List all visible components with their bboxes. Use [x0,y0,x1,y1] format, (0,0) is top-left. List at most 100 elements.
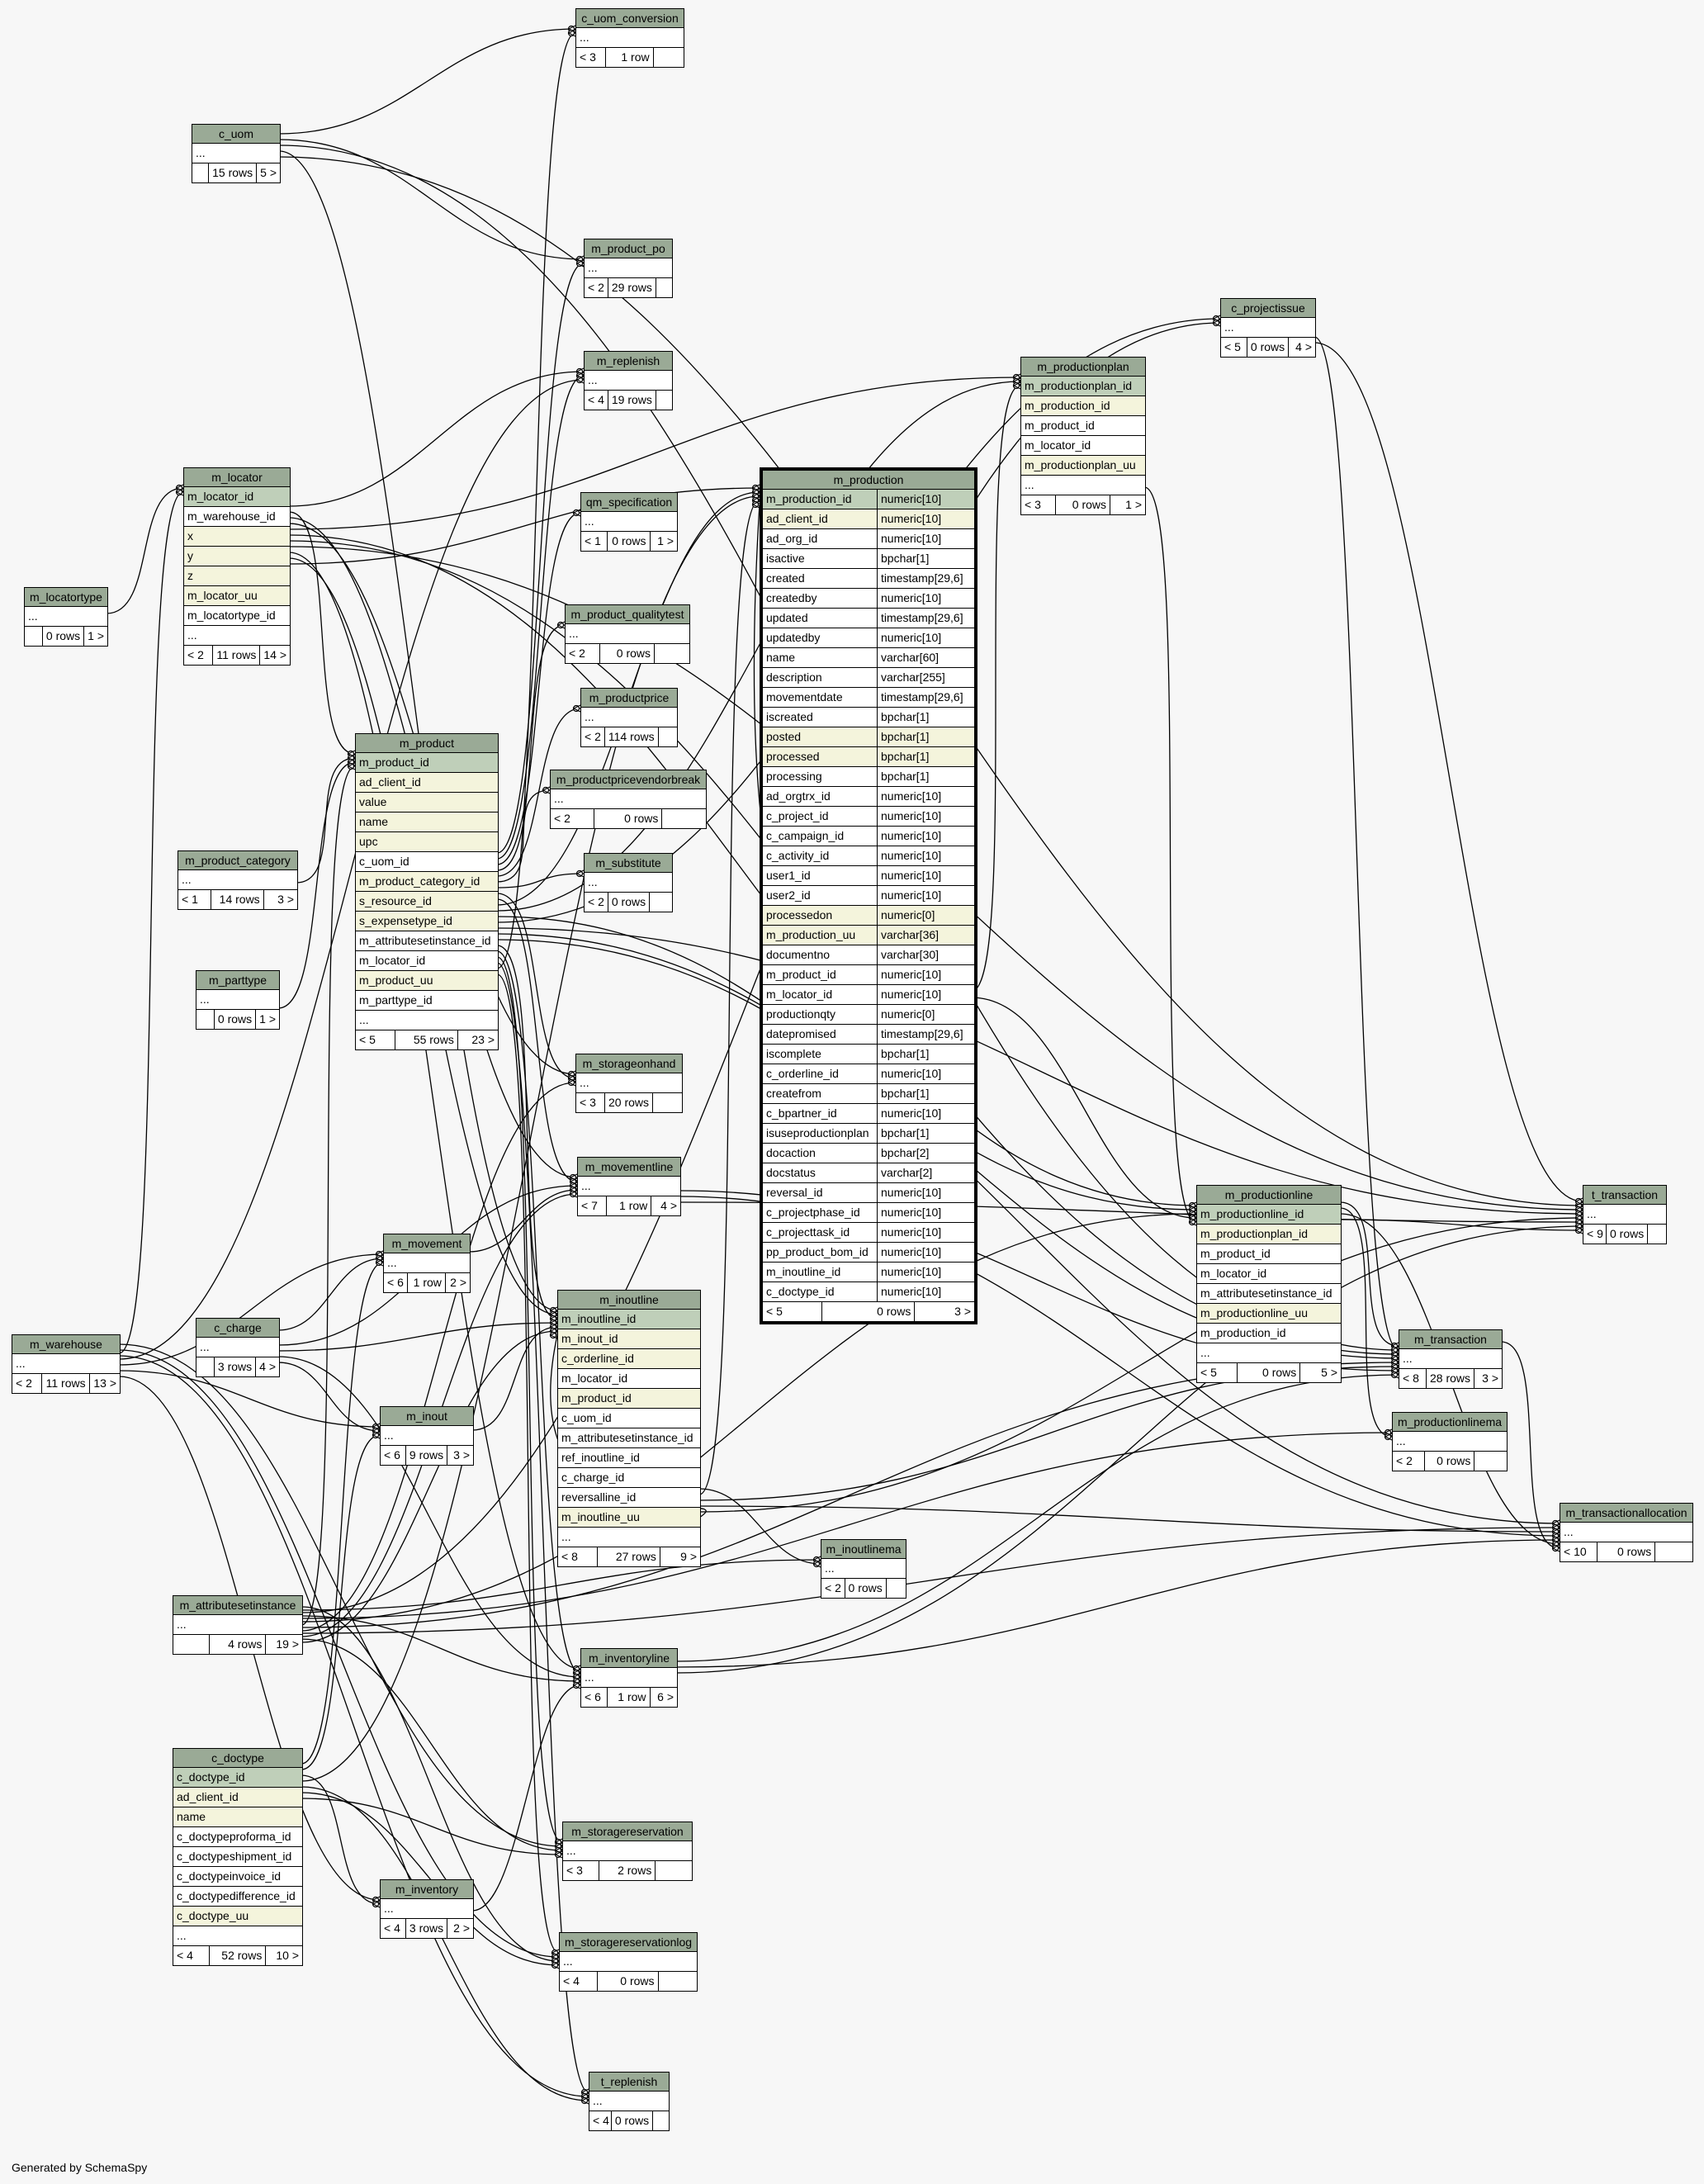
children-count[interactable] [653,1093,682,1112]
children-count[interactable]: 4 > [259,1360,276,1373]
parents-count[interactable]: < 2 [821,1579,845,1598]
parents-count[interactable]: < 9 [1583,1225,1607,1244]
parents-count[interactable]: < 10 [1560,1542,1598,1561]
children-count[interactable]: 1 > [657,534,674,547]
children-count[interactable] [653,2111,669,2130]
parents-count[interactable]: < 6 [381,1446,406,1465]
parents-count[interactable]: < 3 [576,48,607,67]
parents-count[interactable] [192,163,210,182]
children-count[interactable]: 3 > [954,1305,971,1318]
parents-count[interactable]: < 2 [12,1374,43,1393]
children-count[interactable] [662,809,706,828]
parents-count[interactable]: < 4 [560,1972,599,1991]
parents-count[interactable]: < 2 [566,644,600,663]
parents-count[interactable]: < 5 [356,1030,396,1049]
children-count[interactable]: 1 > [88,629,104,642]
parents-count[interactable]: < 3 [576,1093,605,1112]
children-count[interactable]: 2 > [453,1921,470,1935]
children-count[interactable]: 3 > [453,1448,470,1462]
parents-count[interactable]: < 8 [558,1547,599,1566]
parents-count[interactable]: < 1 [581,532,608,551]
children-count[interactable]: 3 > [277,893,294,906]
children-count[interactable] [1474,1452,1507,1471]
children-count[interactable] [659,727,677,746]
children-count[interactable] [650,893,672,912]
children-count[interactable] [656,391,672,410]
parents-count[interactable]: < 3 [563,1861,599,1880]
parents-count[interactable]: < 2 [585,278,608,297]
parents-count[interactable]: < 5 [763,1302,822,1321]
children-count[interactable]: 3 > [1482,1372,1498,1385]
parents-count[interactable]: < 5 [1221,338,1247,357]
parents-count[interactable]: < 3 [1021,495,1056,514]
parents-count[interactable]: < 4 [585,391,608,410]
children-count[interactable] [654,48,684,67]
children-count[interactable]: 4 > [660,1199,677,1212]
children-count[interactable]: 14 > [263,648,286,661]
children-count[interactable] [656,278,672,297]
children-count[interactable]: 1 > [1125,498,1142,511]
parents-count[interactable]: < 7 [578,1196,607,1215]
parents-count[interactable]: < 5 [1197,1363,1238,1382]
parents-count[interactable]: < 2 [184,646,214,665]
children-count[interactable]: 19 > [276,1637,299,1651]
parents-count[interactable] [196,1357,215,1376]
children-count[interactable]: 13 > [93,1376,116,1390]
parents-count[interactable]: < 8 [1399,1369,1427,1388]
children-count[interactable] [655,644,689,663]
parents-count[interactable]: < 6 [384,1273,409,1292]
children-count[interactable]: 9 > [680,1550,697,1563]
parents-count[interactable]: < 2 [585,893,608,912]
parents-count[interactable]: < 2 [551,809,594,828]
children-count[interactable] [1648,1225,1666,1244]
parents-count[interactable]: < 1 [178,890,212,909]
children-count[interactable]: 23 > [471,1033,495,1046]
children-count[interactable]: 2 > [450,1276,466,1289]
parents-count[interactable]: < 2 [1393,1452,1425,1471]
parents-count[interactable]: < 2 [581,727,605,746]
parents-count[interactable]: < 4 [173,1946,210,1965]
children-count[interactable]: 6 > [657,1690,674,1703]
children-count[interactable]: 1 > [259,1012,276,1026]
children-count[interactable] [1655,1542,1692,1561]
children-count[interactable]: 10 > [276,1949,299,1962]
children-count[interactable]: 4 > [1295,340,1312,353]
parents-count[interactable]: < 4 [381,1919,406,1938]
children-count[interactable]: 5 > [1321,1366,1337,1379]
parents-count[interactable] [25,627,43,646]
parents-count[interactable]: < 4 [589,2111,612,2130]
children-count[interactable] [656,1861,692,1880]
